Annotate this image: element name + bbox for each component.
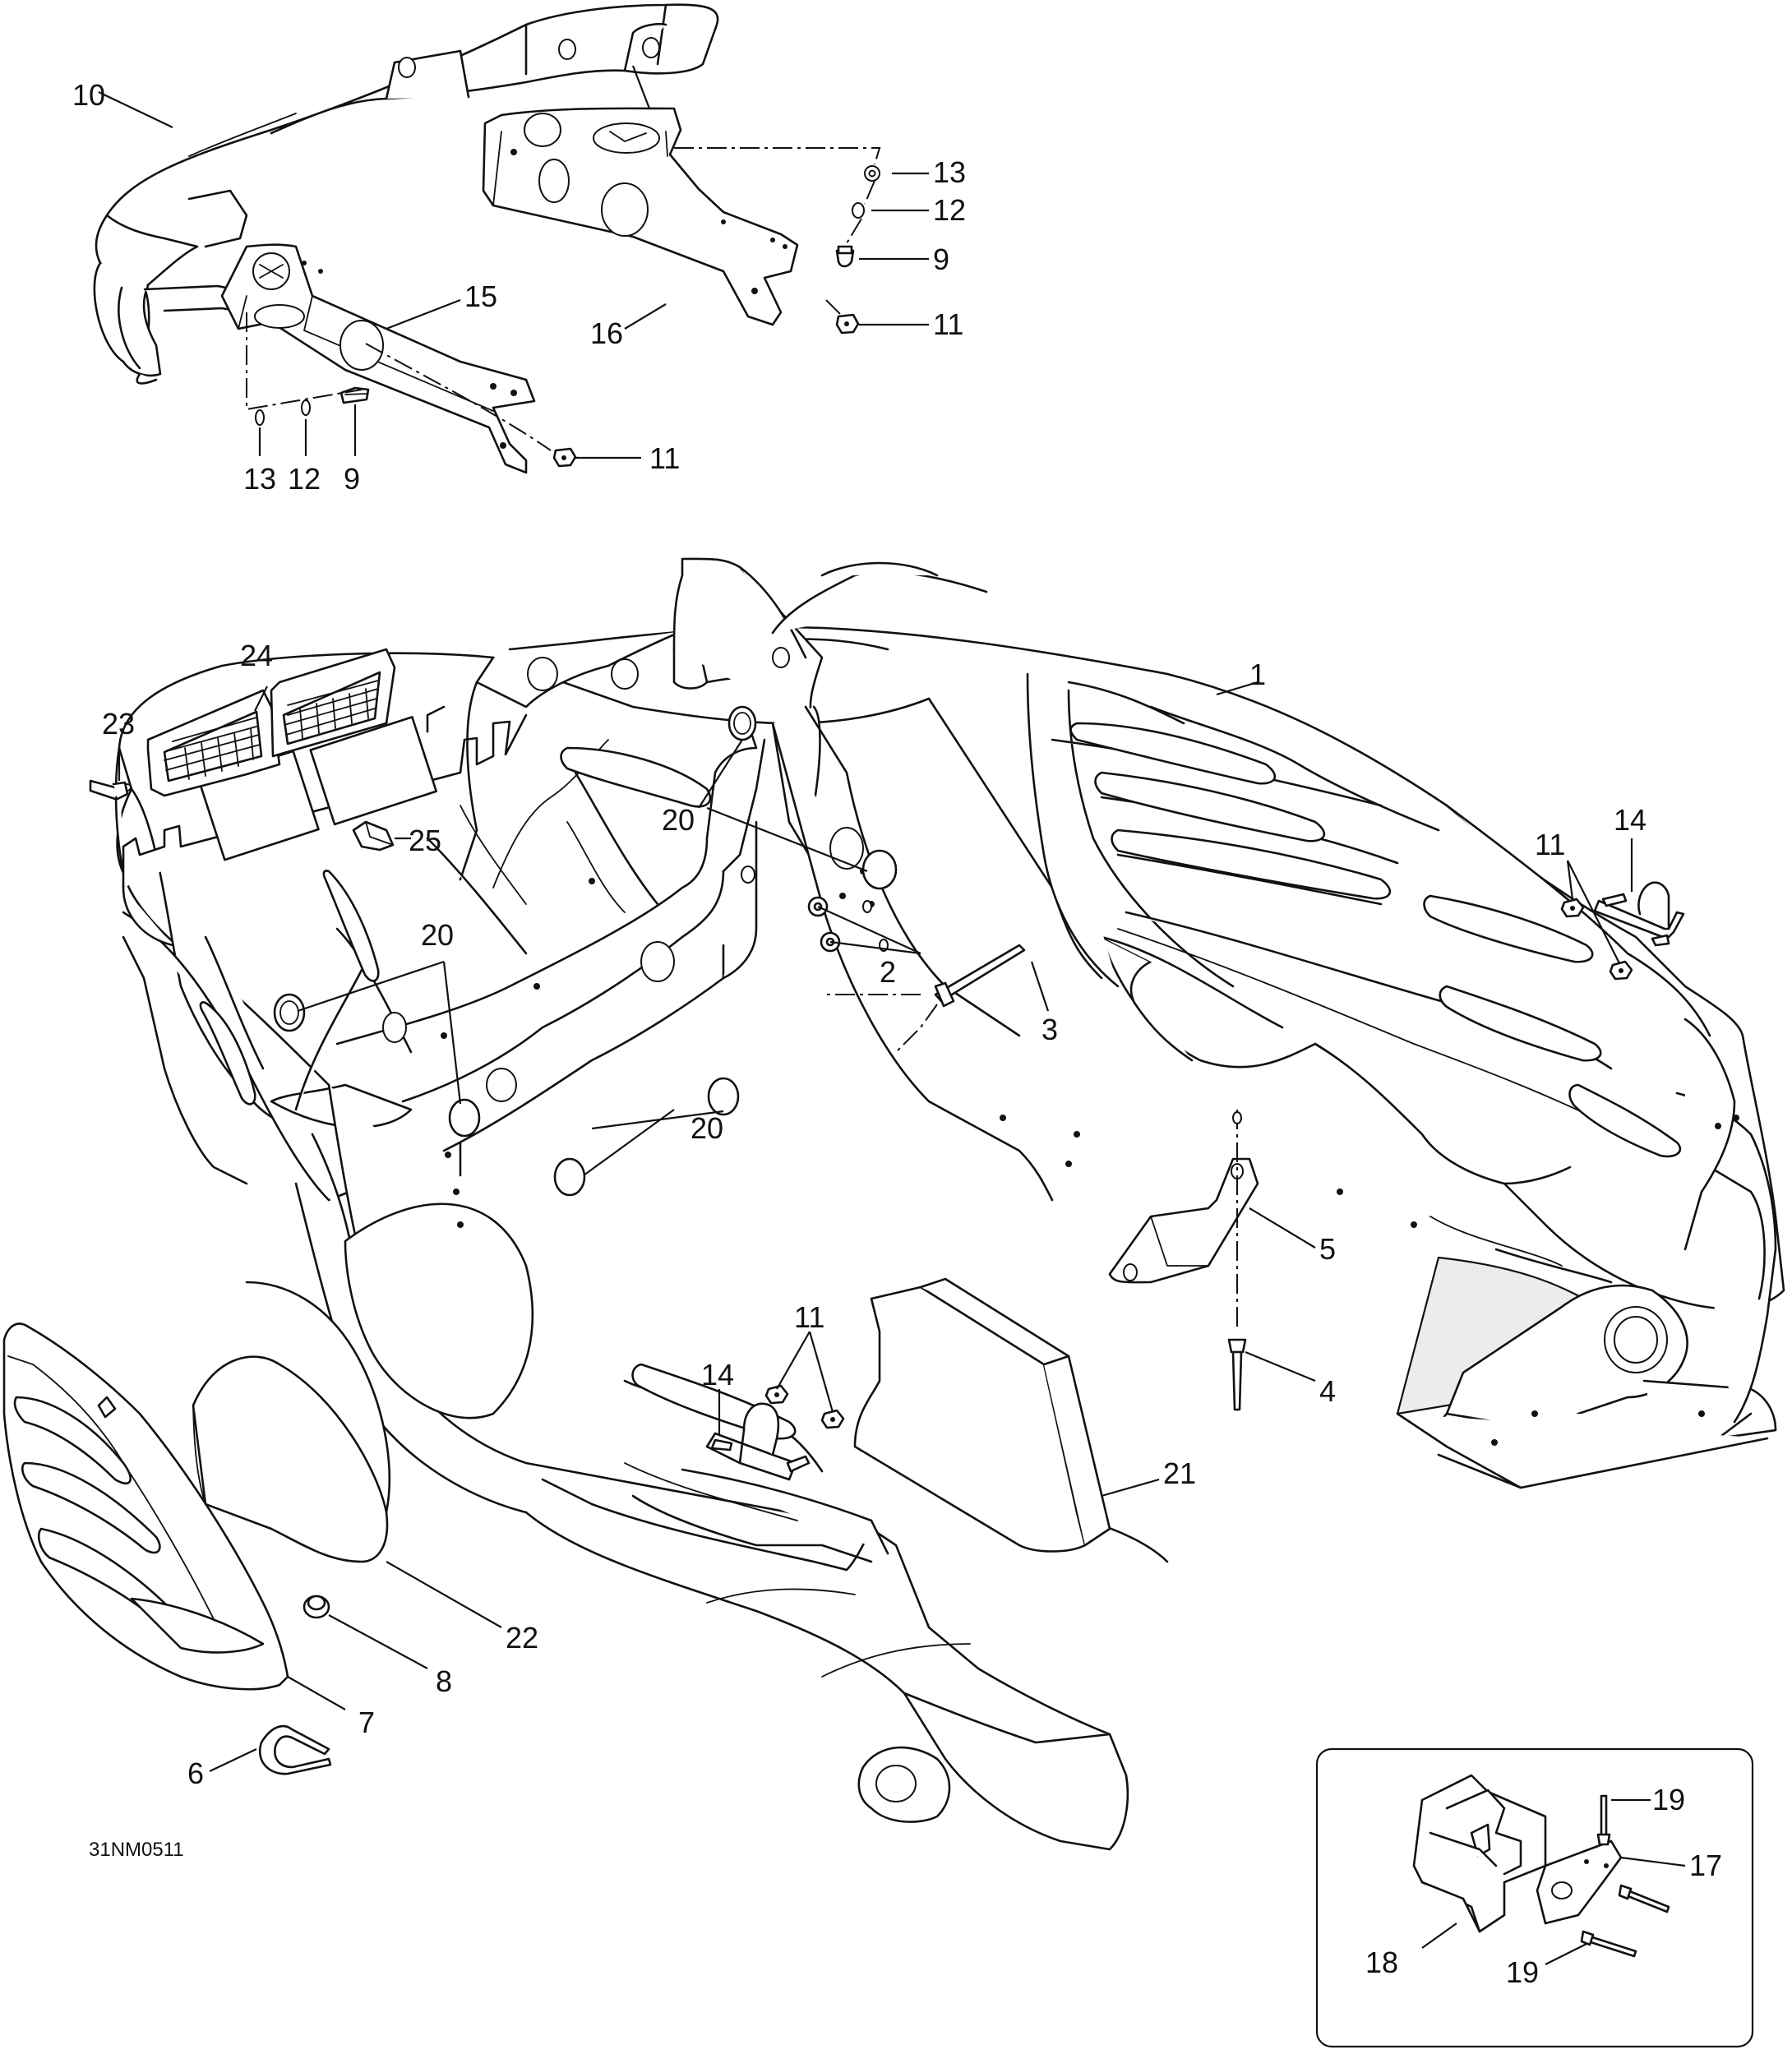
- bracket-part-14-center: [705, 1402, 811, 1481]
- callout-11-center: 11: [794, 1300, 824, 1334]
- bottom-pan-part-1: [114, 625, 1785, 1851]
- callout-20-left: 20: [421, 918, 454, 952]
- callout-16: 16: [590, 316, 623, 350]
- leader-lines: [98, 65, 1686, 1965]
- washers-part-2: [807, 896, 889, 953]
- callout-4: 4: [1319, 1374, 1336, 1408]
- callout-19-bottom: 19: [1506, 1955, 1539, 1989]
- callout-21: 21: [1163, 1456, 1196, 1490]
- callout-12-top: 12: [933, 193, 966, 227]
- fastener-part-23: [89, 779, 129, 801]
- bracket-part-14-right: [1593, 881, 1685, 947]
- callout-25: 25: [409, 824, 441, 857]
- reference-code: 31NM0511: [89, 1839, 184, 1861]
- nuts-center-part-11: [764, 1384, 845, 1429]
- callout-15: 15: [464, 279, 497, 313]
- bracket-part-15: [220, 243, 536, 474]
- callout-12-left: 12: [288, 462, 321, 496]
- rivet-part-4: [1227, 1338, 1247, 1411]
- callout-13-top: 13: [933, 155, 966, 189]
- callout-8: 8: [436, 1664, 452, 1698]
- callout-1: 1: [1249, 658, 1266, 691]
- callout-20-top: 20: [662, 803, 695, 837]
- callout-9-top: 9: [933, 242, 949, 276]
- grommet-part-8: [303, 1595, 330, 1619]
- hardware-top-right: [835, 165, 880, 335]
- bracket-part-5: [1108, 1157, 1259, 1284]
- callout-9-left: 9: [344, 462, 360, 496]
- callout-14-right: 14: [1614, 803, 1647, 837]
- clip-part-6: [259, 1724, 332, 1775]
- callout-24: 24: [240, 639, 273, 672]
- callout-11-top: 11: [933, 307, 963, 341]
- grille-part-24: [123, 648, 396, 797]
- rivet-part-3: [934, 944, 1026, 1008]
- bracket-part-16: [482, 107, 799, 326]
- callout-11-mid: 11: [649, 441, 680, 475]
- plugs-part-20: [273, 705, 898, 1197]
- callout-3: 3: [1041, 1013, 1058, 1046]
- callout-20-bottom: 20: [690, 1111, 723, 1145]
- callout-23: 23: [102, 707, 135, 741]
- callout-10: 10: [72, 78, 105, 112]
- callouts: 10 13 12 9 11 15 16 13 12 9 11 1 24 23 2…: [72, 78, 1722, 1989]
- callout-7: 7: [358, 1706, 375, 1739]
- callout-19-top: 19: [1652, 1783, 1685, 1816]
- callout-18: 18: [1365, 1946, 1398, 1979]
- callout-11-right: 11: [1535, 828, 1565, 861]
- callout-13-left: 13: [243, 462, 276, 496]
- side-panel-part-7: [2, 1322, 289, 1691]
- rivets-part-19: [1580, 1794, 1670, 1958]
- callout-6: 6: [187, 1756, 204, 1790]
- detail-inset: [1315, 1747, 1754, 2048]
- clip-part-25: [352, 820, 395, 852]
- front-section: [122, 557, 1682, 1440]
- cover-part-22: [192, 1355, 389, 1563]
- insulation-part-21: [853, 1277, 1111, 1553]
- bracket-part-18: [1412, 1774, 1547, 1933]
- callout-5: 5: [1319, 1232, 1336, 1266]
- nuts-right-part-11: [1560, 898, 1633, 981]
- callout-17: 17: [1689, 1849, 1722, 1882]
- callout-22: 22: [506, 1621, 538, 1655]
- callout-2: 2: [880, 955, 896, 989]
- callout-14-center: 14: [701, 1358, 734, 1392]
- plate-part-17: [1536, 1839, 1623, 1925]
